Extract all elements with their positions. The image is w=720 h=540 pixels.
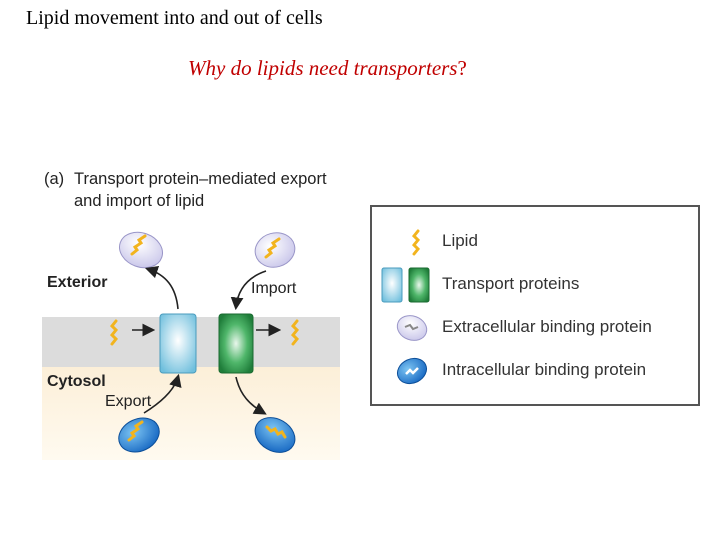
legend-item-transport-proteins: Transport proteins (372, 266, 702, 304)
panel-title-line2: and import of lipid (74, 192, 205, 210)
import-transport-protein (218, 313, 254, 374)
intracellular-binding-protein-icon (396, 357, 428, 385)
lipid-left-membrane (109, 319, 119, 346)
transport-panel: Exterior Cytosol Import Export (42, 225, 340, 460)
question-mark: ? (457, 56, 467, 80)
extracellular-protein-right (254, 232, 296, 268)
panel-letter: (a) (44, 170, 65, 188)
transport-diagram (109, 231, 300, 453)
figure-caption: (a) Transport protein–mediated export and… (44, 168, 327, 212)
question-text: Why do lipids need transporters (188, 56, 458, 80)
panel-title-line1: Transport protein–mediated export (74, 170, 327, 188)
legend-box: Lipid Transport proteins Extracellular b… (370, 205, 700, 406)
import-arrow-in (230, 270, 267, 311)
transport-proteins-icon (381, 267, 430, 303)
slide-question: Why do lipids need transporters? (188, 56, 467, 81)
legend-item-extracellular: Extracellular binding protein (372, 309, 702, 347)
export-transport-protein (159, 313, 197, 374)
lipid-right-membrane (290, 319, 300, 346)
cytosol-label: Cytosol (47, 373, 106, 390)
legend-label-lipid: Lipid (442, 231, 478, 250)
export-arrow-in (143, 373, 182, 414)
intracellular-protein-left (118, 417, 160, 453)
import-label: Import (251, 280, 297, 297)
exterior-label: Exterior (47, 274, 108, 291)
lipid-icon (411, 229, 421, 256)
legend-label-transport-proteins: Transport proteins (442, 274, 580, 293)
legend-label-extracellular: Extracellular binding protein (442, 317, 652, 336)
legend-item-intracellular: Intracellular binding protein (372, 352, 702, 390)
slide-title: Lipid movement into and out of cells (26, 7, 323, 29)
import-arrow-out (235, 376, 267, 415)
intracellular-protein-right (254, 417, 296, 453)
export-arrow-out (144, 265, 179, 310)
legend-item-lipid: Lipid (372, 223, 702, 261)
export-label: Export (105, 393, 152, 410)
extracellular-binding-protein-icon (396, 315, 428, 341)
extracellular-protein-left (119, 231, 163, 269)
legend-label-intracellular: Intracellular binding protein (442, 360, 647, 379)
